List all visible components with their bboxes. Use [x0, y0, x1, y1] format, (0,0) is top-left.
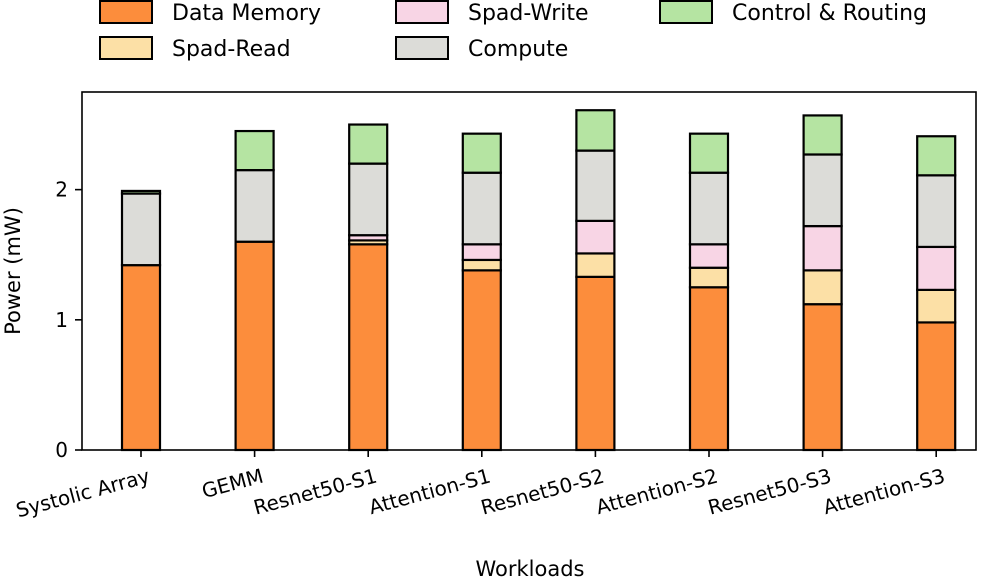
legend-swatch	[659, 0, 713, 24]
bar-segment-compute-4	[575, 149, 616, 222]
bar-segment-data-memory-0	[120, 264, 162, 452]
bar-segment-data-memory-2	[348, 243, 389, 452]
legend-swatch	[395, 36, 449, 60]
bar-segment-data-memory-5	[688, 286, 730, 452]
bar-segment-compute-5	[688, 171, 730, 246]
bar-segment-compute-3	[461, 171, 502, 246]
bar-segment-compute-0	[120, 192, 162, 267]
bar-segment-control-routing-5	[688, 132, 730, 174]
bar-segment-spad-read-5	[688, 266, 730, 289]
bar-segment-data-memory-7	[916, 321, 957, 452]
legend-label: Control & Routing	[732, 1, 927, 26]
legend-swatch	[99, 36, 153, 60]
y-tick-label: 0	[55, 438, 68, 462]
bar-segment-spad-write-5	[688, 243, 730, 269]
bar-segment-control-routing-4	[575, 109, 616, 152]
bar-segment-spad-write-7	[916, 245, 957, 291]
bar-segment-control-routing-3	[461, 132, 502, 174]
bar-segment-spad-read-3	[461, 258, 502, 272]
bar-segment-control-routing-6	[802, 114, 843, 156]
bar-segment-compute-6	[802, 153, 843, 228]
x-tick-label: Attention-S2	[593, 464, 720, 520]
bar-segment-data-memory-3	[461, 269, 502, 452]
bar-segment-data-memory-4	[575, 275, 616, 452]
y-axis-label: Power (mW)	[1, 207, 25, 335]
bar-segment-spad-read-7	[916, 288, 957, 324]
bar-segment-spad-write-6	[802, 224, 843, 272]
x-tick-label: Attention-S3	[821, 464, 948, 520]
y-tick-label: 2	[55, 178, 68, 202]
y-tick-label: 1	[55, 308, 68, 332]
bar-segment-control-routing-2	[348, 123, 389, 165]
bar-segment-control-routing-7	[916, 135, 957, 177]
bar-segment-spad-write-4	[575, 219, 616, 255]
legend-label: Spad-Write	[468, 1, 589, 26]
legend-label: Spad-Read	[172, 37, 291, 62]
bar-segment-spad-read-4	[575, 252, 616, 278]
x-tick-label: Systolic Array	[13, 464, 152, 523]
bar-segment-control-routing-0	[120, 189, 162, 195]
bar-segment-spad-write-3	[461, 243, 502, 262]
x-tick-label: Resnet50-S1	[251, 464, 380, 520]
bar-segment-control-routing-1	[234, 129, 275, 172]
plot-frame	[81, 91, 977, 451]
legend-label: Compute	[468, 37, 568, 62]
bar-segment-compute-1	[234, 169, 275, 243]
bar-segment-spad-read-6	[802, 269, 843, 306]
x-tick-label: Resnet50-S2	[478, 464, 607, 520]
bar-segment-data-memory-6	[802, 303, 843, 452]
x-tick-label: Resnet50-S3	[705, 464, 834, 520]
legend-swatch	[395, 0, 449, 24]
x-tick-label: Attention-S1	[366, 464, 493, 520]
bar-segment-compute-2	[348, 162, 389, 237]
bars	[120, 109, 957, 452]
x-axis-label: Workloads	[476, 557, 585, 581]
legend-label: Data Memory	[172, 1, 321, 26]
y-axis: 0 1 2	[55, 178, 82, 462]
bar-segment-data-memory-1	[234, 240, 275, 452]
legend-swatch	[99, 0, 153, 24]
bar-segment-compute-7	[916, 174, 957, 249]
